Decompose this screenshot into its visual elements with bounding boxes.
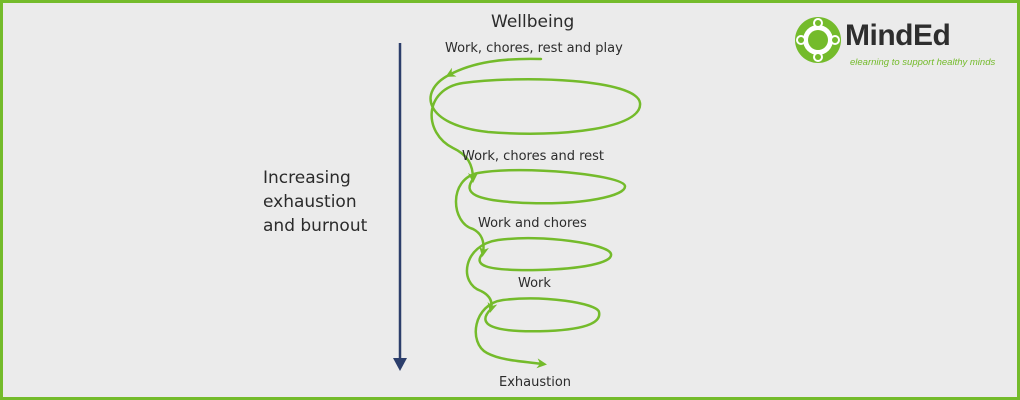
down-arrow-icon — [393, 43, 407, 371]
stage-label-chores: Work and chores — [478, 216, 587, 231]
stage-label-work: Work — [518, 276, 551, 291]
spiral-arrow-icon — [429, 57, 642, 369]
diagram-title: Wellbeing — [491, 12, 575, 32]
stage-label-play: Work, chores, rest and play — [445, 41, 623, 56]
side-label-line: and burnout — [263, 216, 368, 236]
side-label: Increasing exhaustion and burnout — [263, 166, 367, 238]
side-label-line: Increasing — [263, 168, 351, 188]
logo-tagline: elearning to support healthy minds — [850, 57, 996, 68]
stage-label-rest: Work, chores and rest — [462, 149, 605, 164]
side-label-line: exhaustion — [263, 192, 357, 212]
minded-logo-icon — [795, 17, 841, 63]
minded-logo: MindEd elearning to support healthy mind… — [793, 15, 1003, 71]
logo-name: MindEd — [845, 19, 951, 52]
stage-label-exhaustion: Exhaustion — [499, 375, 572, 390]
spiral-diagram — [393, 43, 642, 371]
